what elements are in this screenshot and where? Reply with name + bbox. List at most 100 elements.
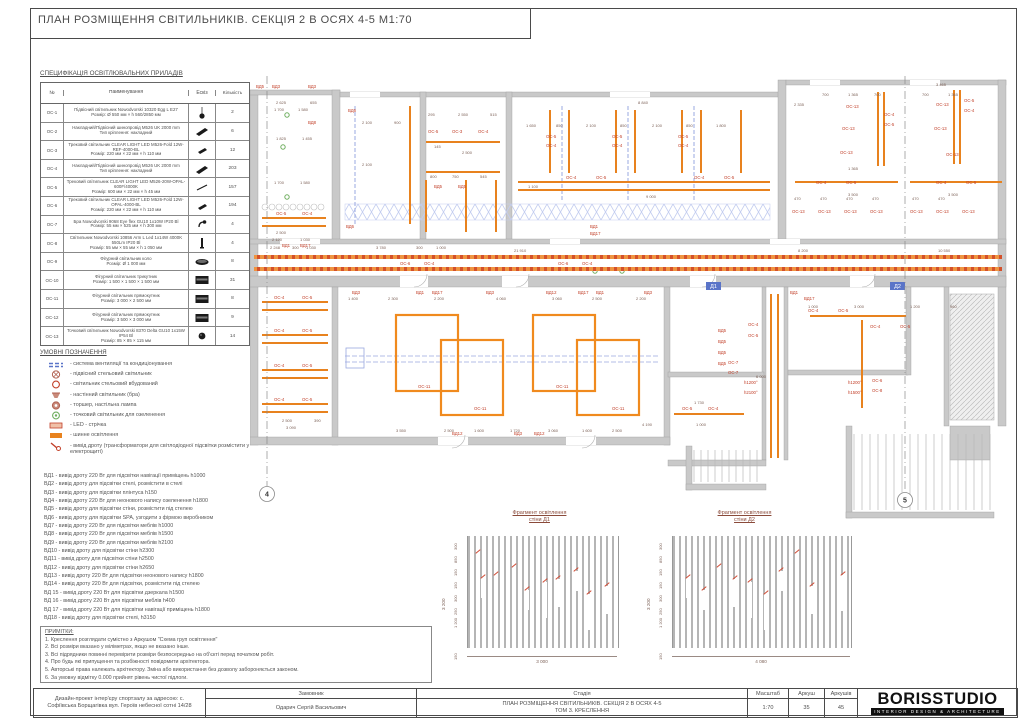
plan-label: ОС-4 (694, 175, 705, 180)
plan-label: ОС-4 (582, 261, 593, 266)
plan-dim: 2 500 (444, 428, 455, 433)
plan-dim: 1 825 (276, 136, 287, 141)
notes-list: 1. Креслення розглядати сумістно з Аркуш… (45, 637, 427, 683)
plan-dim: 1 000 (808, 304, 819, 309)
legend-item: - настінний світильник (бра) (48, 392, 263, 399)
page-title: ПЛАН РОЗМІЩЕННЯ СВІТИЛЬНИКІВ. СЕКЦІЯ 2 В… (38, 14, 412, 26)
stage-label: Стадія (417, 689, 747, 699)
plan-dim: 800 (430, 174, 437, 179)
slat-notch (702, 590, 706, 610)
plan-dim: 515 (490, 112, 497, 117)
plan-label: h1200° (848, 380, 862, 385)
wire-outlet-note: ВД5 - вивід дроту для підсвітки стіни, р… (44, 506, 193, 513)
plan-dim: 1 365 (948, 92, 959, 97)
fixture-name: Трековий світильник CLEAR LIGHT LED M526… (64, 141, 189, 159)
fragment-bottom-dimline (672, 656, 850, 657)
plan-label: h1200° (744, 380, 758, 385)
plan-dim: 3 000 (854, 304, 865, 309)
wall (905, 286, 912, 376)
plan-dim: 2 500 (592, 296, 603, 301)
note-line: 6. За умовну відмітку 0.000 прийнят ріве… (45, 674, 188, 681)
legend-label: - шинне освітлення (70, 432, 119, 439)
brand-logo: BORISSTUDIO (877, 689, 998, 708)
fragment-ref-marker (890, 282, 905, 290)
plan-label: ОС-11 (418, 384, 431, 389)
wire-outlet-note: ВД1 - вивід дроту 220 Вт для підсвітки н… (44, 473, 206, 479)
plan-label: ОС-4 (478, 129, 489, 134)
track-icon (189, 122, 216, 141)
fixture-id: ОС-8 (41, 234, 64, 252)
plan-dim: 2 500 (282, 418, 293, 423)
figure-light-rects (394, 313, 641, 417)
fragment-side-dim: 150 (658, 582, 663, 589)
plan-label: ВД5 (256, 84, 265, 89)
plan-dim: 850 (620, 123, 627, 128)
plan-label: ВД17 (300, 243, 311, 248)
opening (502, 276, 528, 287)
wire-outlet-note: ВД 17 - вивід дроту 220 Вт для підсвітки… (44, 606, 210, 613)
bra-icon (189, 215, 216, 234)
spec-col-name: Найменування (64, 90, 189, 96)
plan-dim: 750 (452, 174, 459, 179)
slat-notch (733, 579, 737, 607)
plan-dim: 1 720 (510, 428, 521, 433)
spot-icon (189, 141, 216, 159)
fragment-side-dim: 300 (658, 595, 663, 602)
plan-dim: 8 200 (798, 248, 809, 253)
plan-dim: 3 500 (848, 192, 859, 197)
ventilation-lines (345, 106, 695, 369)
plan-dim: 2 335 (794, 102, 805, 107)
axis-circle (259, 486, 275, 502)
plan-dim: 850 (686, 123, 693, 128)
fixture-id: ОС-6 (41, 197, 64, 215)
fixture-name: Накладний/Підвісний шинопровід M526 UK 2… (64, 122, 189, 141)
wire-outlet-note: ВД7 - вивід дроту 220 Вт для підсвітки м… (44, 523, 174, 530)
fixture-name: Точковий світильник Nowodvorski 8370 Del… (64, 327, 189, 345)
sheets-label: Аркушів (825, 689, 857, 699)
plan-dim: 1 030 (306, 245, 317, 250)
plan-dim: 2 100 (586, 123, 597, 128)
plan-dim: 1 365 (848, 92, 859, 97)
led-strip-band (254, 255, 1002, 259)
plan-dim: 1 030 (300, 237, 311, 242)
slat-notch (605, 586, 609, 614)
fixture-name: Світильник Nowodvorski 10856 Arm L Led 1… (64, 234, 189, 252)
fragment-side-dim: 150 (453, 582, 458, 589)
hatch-areas (949, 293, 995, 421)
plan-dim: 1 600 (474, 428, 485, 433)
slat-notch (764, 594, 768, 630)
plan-label: ОС-5 (302, 295, 313, 300)
fragment-corner-dim: 150 (453, 653, 458, 660)
legend-label: - система вентиляції та кондиціонування (70, 361, 172, 367)
plan-label: ОС-13 (946, 152, 959, 157)
legend-label: - світильник стельовий вбудований (70, 381, 158, 388)
plan-label: ОС-4 (748, 322, 759, 327)
wall (845, 425, 853, 519)
plan-label: ОС-4 (816, 180, 827, 185)
round-icon (189, 327, 216, 345)
legend-item: - вивід дроту (трансформатори для світло… (48, 442, 263, 455)
wire-outlet-note: ВД9 - вивід дроту 220 Вт для підсвітки м… (44, 539, 174, 546)
plan-label: ОС-13 (842, 126, 855, 131)
spec-col-qty: Кількість (222, 90, 243, 96)
plan-label: ВД6 (348, 108, 357, 113)
plan-label: ОС-4 (566, 175, 577, 180)
shelf-scallop (317, 203, 325, 211)
plan-dim: 1 580 (300, 180, 311, 185)
plan-label: ОС-11 (474, 406, 487, 411)
fixture-id: ОС-12 (41, 308, 64, 327)
fragment-side-dim: 250 (453, 608, 458, 615)
client-cell: Замовник Одарич Сергій Васильович (206, 689, 417, 717)
plan-label: ОС-13 (840, 150, 853, 155)
arm-icon (189, 234, 216, 252)
wall (250, 275, 1007, 288)
slat-notch (574, 571, 578, 591)
